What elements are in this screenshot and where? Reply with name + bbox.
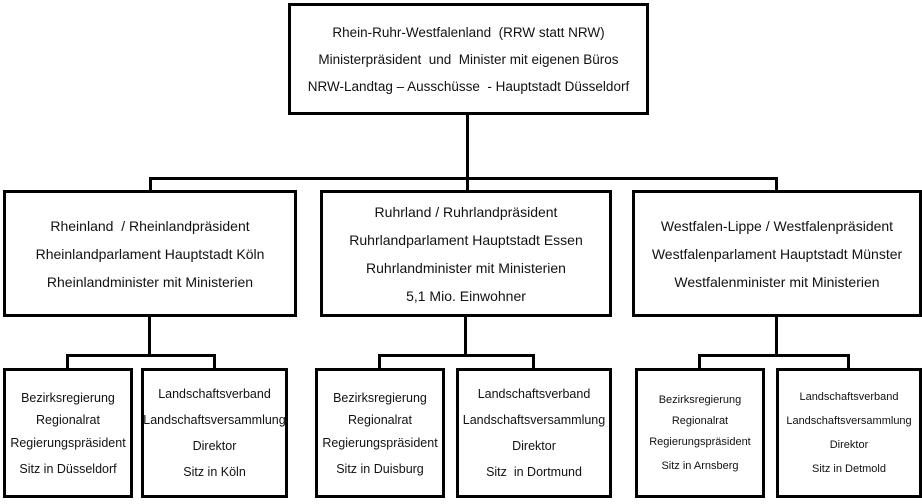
org-box-root: Rhein-Ruhr-Westfalenland (RRW statt NRW)… bbox=[288, 3, 649, 115]
connector-stub-child-0b bbox=[213, 354, 216, 371]
connector-stub-region-0 bbox=[149, 177, 152, 192]
org-box-ruhrland: Ruhrland / Ruhrlandpräsident Ruhrlandpar… bbox=[320, 190, 612, 317]
text-line: Sitz in Detmold bbox=[812, 463, 886, 475]
text-line: Landschaftsverband bbox=[158, 387, 271, 401]
org-box-landschaftsverband-dortmund: Landschaftsverband Landschaftsversammlun… bbox=[456, 368, 612, 498]
text-line: 5,1 Mio. Einwohner bbox=[406, 287, 526, 304]
text-line: Landschaftsversammlung bbox=[143, 413, 286, 427]
connector-region0-vertical bbox=[148, 315, 151, 357]
connector-root-vertical bbox=[466, 114, 469, 192]
connector-stub-child-1a bbox=[378, 354, 381, 371]
text-line: Bezirksregierung bbox=[21, 390, 115, 405]
connector-region2-horizontal bbox=[698, 354, 850, 357]
text-line: Rheinlandparlament Hauptstadt Köln bbox=[35, 245, 265, 262]
text-line: Bezirksregierung bbox=[658, 394, 742, 406]
connector-stub-child-2a bbox=[698, 354, 701, 371]
org-box-rheinland: Rheinland / Rheinlandpräsident Rheinland… bbox=[3, 190, 297, 317]
text-line: Landschaftsverband bbox=[799, 391, 899, 403]
org-box-bezirksregierung-duisburg: Bezirksregierung Regionalrat Regierungsp… bbox=[315, 368, 445, 498]
text-line: Regionalrat bbox=[348, 412, 412, 427]
text-line: Westfalenparlament Hauptstadt Münster bbox=[651, 245, 903, 262]
connector-stub-child-0a bbox=[66, 354, 69, 371]
text-line: Direktor bbox=[512, 439, 556, 453]
text-line: Rhein-Ruhr-Westfalenland (RRW statt NRW) bbox=[332, 24, 605, 40]
text-line: Landschaftsversammlung bbox=[786, 415, 912, 427]
text-line: Landschaftsverband bbox=[477, 387, 591, 401]
connector-stub-region-2 bbox=[775, 177, 778, 192]
org-box-bezirksregierung-arnsberg: Bezirksregierung Regionalrat Regierungsp… bbox=[635, 368, 765, 498]
text-line: Ministerpräsident und Minister mit eigen… bbox=[318, 51, 619, 67]
text-line: Landschaftsversammlung bbox=[462, 413, 606, 427]
text-line: Direktor bbox=[192, 439, 237, 453]
text-line: Sitz in Köln bbox=[183, 465, 246, 479]
text-line: Ruhrland / Ruhrlandpräsident bbox=[374, 203, 558, 220]
text-line: Sitz in Arnsberg bbox=[661, 460, 739, 472]
text-line: Rheinland / Rheinlandpräsident bbox=[50, 217, 250, 234]
text-line: Regionalrat bbox=[671, 415, 729, 427]
text-line: Westfalenminister mit Ministerien bbox=[674, 273, 880, 290]
org-box-landschaftsverband-koeln: Landschaftsverband Landschaftsversammlun… bbox=[141, 368, 288, 498]
text-line: Ruhrlandminister mit Ministerien bbox=[366, 259, 566, 276]
text-line: Direktor bbox=[829, 439, 869, 451]
text-line: Westfalen-Lippe / Westfalenpräsident bbox=[660, 217, 894, 234]
org-box-westfalen-lippe: Westfalen-Lippe / Westfalenpräsident Wes… bbox=[632, 190, 922, 317]
text-line: Rheinlandminister mit Ministerien bbox=[46, 273, 254, 290]
text-line: Regierungspräsident bbox=[649, 436, 751, 448]
connector-root-horizontal bbox=[149, 177, 778, 180]
connector-stub-child-2b bbox=[847, 354, 850, 371]
text-line: Sitz in Düsseldorf bbox=[19, 461, 117, 476]
text-line: Regierungspräsident bbox=[10, 435, 126, 450]
text-line: Regierungspräsident bbox=[322, 435, 438, 450]
connector-region1-horizontal bbox=[378, 354, 535, 357]
text-line: Sitz in Duisburg bbox=[336, 461, 424, 476]
text-line: Regionalrat bbox=[36, 412, 100, 427]
connector-region0-horizontal bbox=[66, 354, 216, 357]
text-line: Sitz in Dortmund bbox=[486, 465, 582, 479]
text-line: Bezirksregierung bbox=[333, 390, 427, 405]
org-box-landschaftsverband-detmold: Landschaftsverband Landschaftsversammlun… bbox=[776, 368, 922, 498]
connector-region2-vertical bbox=[775, 315, 778, 357]
org-box-bezirksregierung-duesseldorf: Bezirksregierung Regionalrat Regierungsp… bbox=[3, 368, 133, 498]
connector-stub-child-1b bbox=[532, 354, 535, 371]
connector-region1-vertical bbox=[464, 315, 467, 357]
text-line: Ruhrlandparlament Hauptstadt Essen bbox=[349, 231, 583, 248]
text-line: NRW-Landtag – Ausschüsse - Hauptstadt Dü… bbox=[307, 78, 630, 94]
